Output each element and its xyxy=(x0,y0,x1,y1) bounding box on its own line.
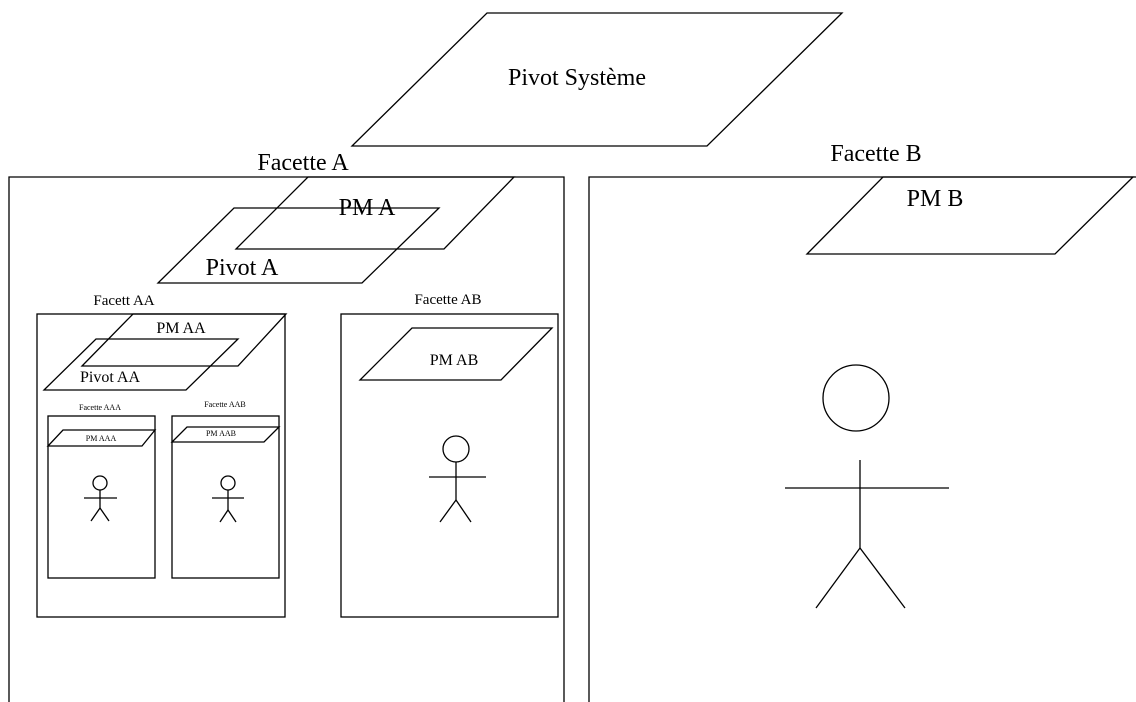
pm-b-label: PM B xyxy=(907,186,964,212)
pivot-a-plane xyxy=(156,207,441,284)
actor-aab-icon xyxy=(212,475,244,523)
pivot-a-label: Pivot A xyxy=(206,255,279,281)
facette-a-title: Facette A xyxy=(257,150,349,176)
facette-b-box xyxy=(588,176,1136,702)
pm-aaa-label: PM AAA xyxy=(86,434,117,443)
pm-aa-plane xyxy=(80,313,288,367)
pm-aa-label: PM AA xyxy=(156,320,206,337)
facette-aa-box xyxy=(36,313,286,618)
pm-ab-label: PM AB xyxy=(430,352,478,369)
pivot-aa-plane xyxy=(42,338,240,391)
pm-aab-label: PM AAB xyxy=(206,429,236,438)
facette-aab-box xyxy=(171,415,280,579)
pivot-aa-label: Pivot AA xyxy=(80,369,140,386)
pm-aab-plane xyxy=(170,426,281,443)
facette-aab-title: Facette AAB xyxy=(204,400,246,409)
facette-aaa-title: Facette AAA xyxy=(79,403,121,412)
pm-a-plane xyxy=(234,176,516,250)
pm-ab-plane xyxy=(358,327,554,381)
pivot-systeme-label: Pivot Système xyxy=(508,65,646,91)
facette-ab-box xyxy=(340,313,559,618)
actor-aaa-icon xyxy=(84,475,117,522)
pm-aaa-plane xyxy=(46,429,157,447)
pm-b-plane xyxy=(805,176,1135,255)
facette-a-box xyxy=(8,176,565,702)
facette-ab-title: Facette AB xyxy=(414,292,481,308)
actor-b-icon xyxy=(785,364,949,609)
facette-b-title: Facette B xyxy=(830,141,921,167)
actor-ab-icon xyxy=(429,435,486,523)
facette-aa-title: Facett AA xyxy=(93,293,154,309)
facette-aaa-box xyxy=(47,415,156,579)
pivot-systeme-plane xyxy=(350,12,844,147)
